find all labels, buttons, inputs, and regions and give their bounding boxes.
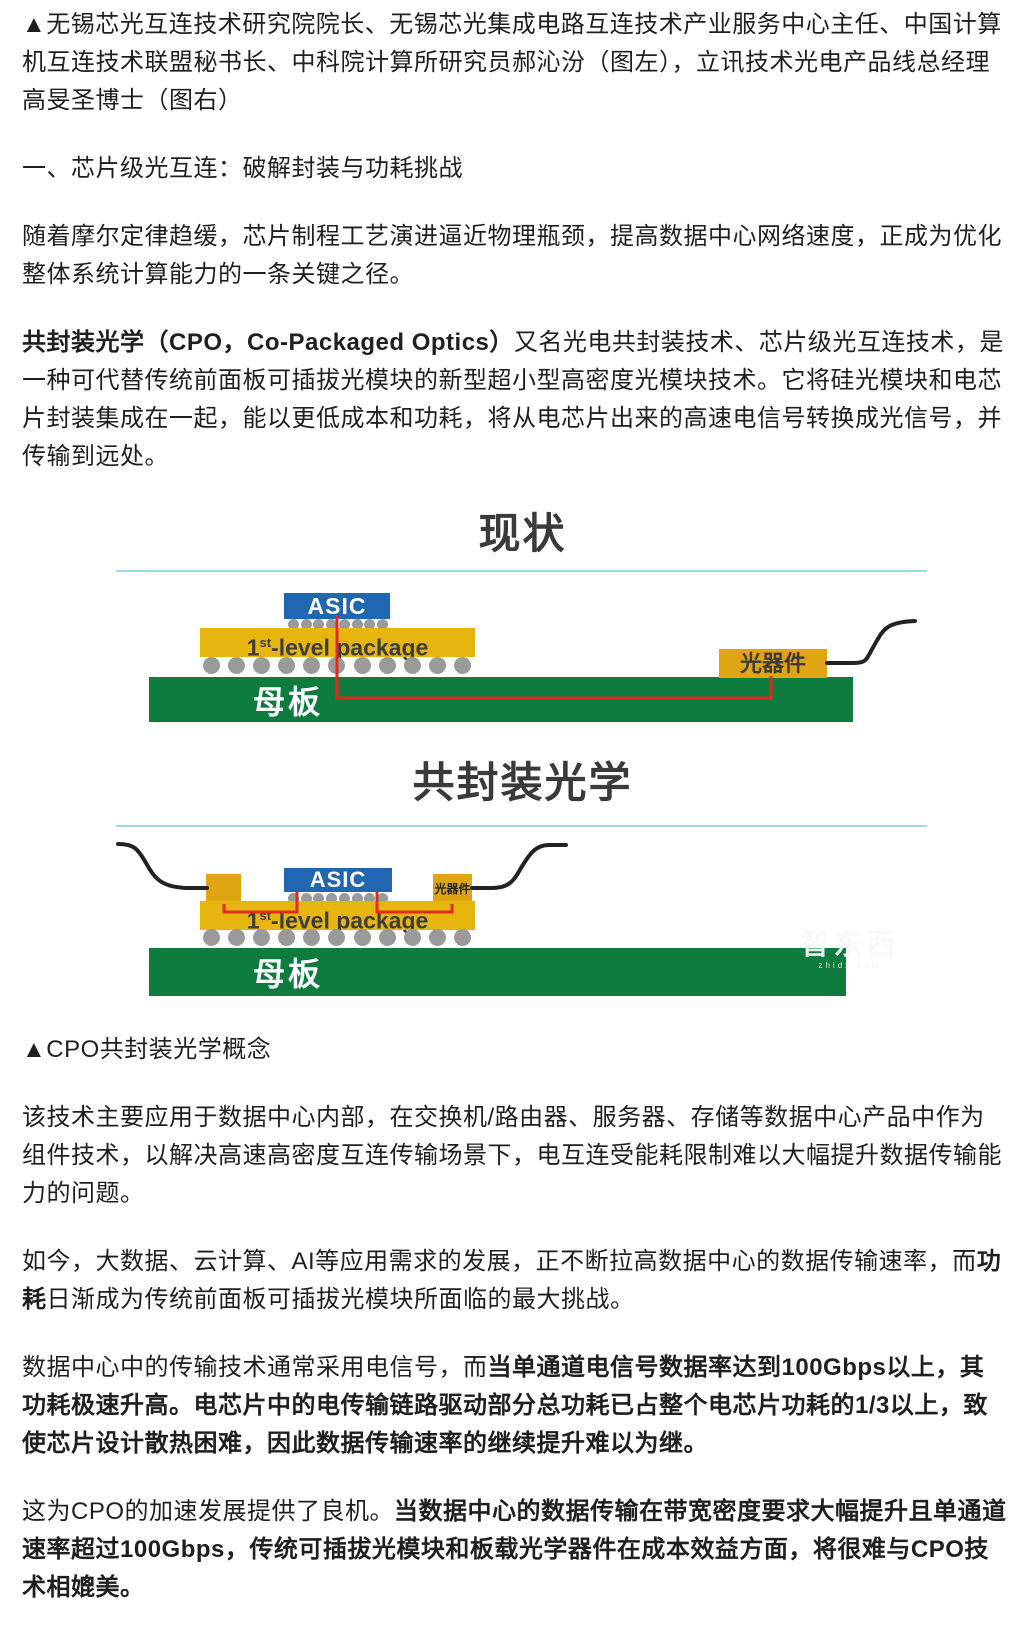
watermark: 智东西 zhidx.com xyxy=(795,930,905,972)
paragraph-application: 该技术主要应用于数据中心内部，在交换机/路由器、服务器、存储等数据中心产品中作为… xyxy=(22,1104,1002,1207)
optical-device: 光器件 xyxy=(719,649,827,678)
divider-line xyxy=(116,570,927,572)
diagram-title-cpo: 共封装光学 xyxy=(412,759,633,806)
solder-balls-large xyxy=(203,657,471,674)
optical-fiber xyxy=(470,843,568,890)
section-heading: 一、芯片级光互连：破解封装与功耗挑战 xyxy=(22,155,463,182)
asic-chip: ASIC xyxy=(284,593,390,619)
optical-fiber xyxy=(825,619,917,665)
diagram-title-current: 现状 xyxy=(478,510,567,557)
watermark-logo: 智东西 xyxy=(800,929,900,961)
motherboard: 母板 xyxy=(149,948,846,996)
package-substrate: 1st-level package xyxy=(200,628,475,661)
paragraph-intro: 随着摩尔定律趋缓，芯片制程工艺演进逼近物理瓶颈，提高数据中心网络速度，正成为优化… xyxy=(22,223,1002,288)
divider-line xyxy=(116,825,927,827)
motherboard-label: 母板 xyxy=(253,683,324,720)
motherboard-label: 母板 xyxy=(253,956,324,992)
paragraph-power-challenge: 如今，大数据、云计算、AI等应用需求的发展，正不断拉高数据中心的数据传输速率，而… xyxy=(22,1248,1002,1313)
watermark-url: zhidx.com xyxy=(818,961,882,970)
cpo-concept-figure: 现状 ASIC 1st-level package 母板 光器件 共封装光学 A… xyxy=(0,506,1029,996)
asic-chip: ASIC xyxy=(284,868,392,892)
paragraph-cpo-opportunity: 这为CPO的加速发展提供了良机。当数据中心的数据传输在带宽密度要求大幅提升且单通… xyxy=(22,1498,1007,1601)
optical-device-left xyxy=(206,874,241,904)
package-substrate: 1st-level package xyxy=(200,901,475,934)
motherboard: 母板 xyxy=(149,677,853,722)
traces-and-fibers xyxy=(116,616,917,914)
optical-device-right: 光器件 xyxy=(433,874,472,904)
figure-caption: ▲CPO共封装光学概念 xyxy=(22,1036,272,1063)
optical-fiber xyxy=(116,842,209,890)
photo-caption: ▲无锡芯光互连技术研究院院长、无锡芯光集成电路互连技术产业服务中心主任、中国计算… xyxy=(22,11,1002,114)
solder-balls-large xyxy=(203,929,471,946)
cpo-term-bold: 共封装光学（CPO，Co-Packaged Optics） xyxy=(22,329,514,356)
paragraph-electrical-limit: 数据中心中的传输技术通常采用电信号，而当单通道电信号数据率达到100Gbps以上… xyxy=(22,1354,988,1457)
paragraph-cpo-definition: 共封装光学（CPO，Co-Packaged Optics）又名光电共封装技术、芯… xyxy=(22,329,1004,470)
